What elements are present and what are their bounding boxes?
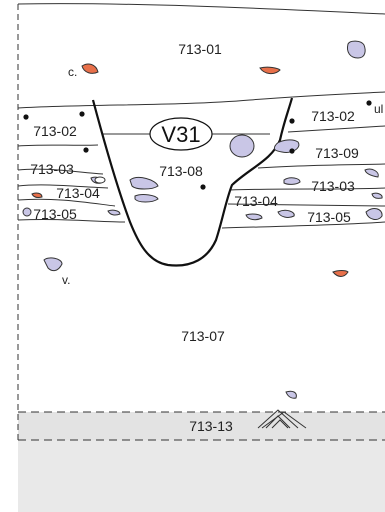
ceramic-01-right — [259, 66, 281, 75]
stone-03-right-b — [364, 168, 379, 178]
label-713-05-left: 713-05 — [33, 206, 77, 222]
label-713-03-left: 713-03 — [30, 161, 74, 177]
v31-label-frame — [149, 117, 213, 151]
ceramic-07-right — [332, 270, 349, 277]
stone-05-right-c — [365, 208, 383, 220]
label-713-04-left: 713-04 — [56, 185, 100, 201]
stone-05-left-b — [22, 207, 32, 217]
pit-v31-outline — [91, 97, 294, 267]
layer-713-13-band — [18, 412, 385, 440]
layer-03-04-left-boundary — [17, 168, 104, 175]
stone-04-left-white — [94, 176, 106, 184]
stone-08-a — [129, 177, 159, 190]
annotation-ul: ul — [374, 102, 383, 116]
stone-pit-v — [229, 134, 255, 158]
label-713-07: 713-07 — [181, 328, 225, 344]
ceramic-01-left — [81, 63, 99, 74]
label-713-05-right: 713-05 — [307, 209, 351, 225]
label-713-02-left: 713-02 — [33, 123, 77, 139]
layer-01-boundary — [17, 91, 385, 109]
layer-02-09-right-boundary — [287, 125, 385, 133]
find-dot-3 — [83, 147, 89, 153]
stone-07-bottom — [285, 390, 297, 399]
annotation-c: c. — [68, 65, 77, 79]
find-dot-7 — [200, 184, 206, 190]
layer-05-07-right-boundary — [221, 221, 385, 229]
label-713-01: 713-01 — [178, 41, 222, 57]
ceramic-04-left — [31, 192, 43, 199]
label-713-09: 713-09 — [315, 145, 359, 161]
stone-04-right-a — [371, 192, 383, 199]
stone-05-right-a — [245, 213, 263, 221]
label-713-02-right: 713-02 — [311, 108, 355, 124]
find-dot-1 — [23, 114, 29, 120]
layer-09-03-right-boundary — [257, 163, 385, 169]
v31-label: V31 — [161, 122, 200, 147]
layer-02-03-left-boundary — [17, 144, 99, 147]
find-dot-4 — [289, 118, 295, 124]
layer-03-04-right-boundary — [229, 187, 385, 191]
hatch-mark-713-13 — [257, 409, 307, 429]
label-713-13: 713-13 — [189, 418, 233, 434]
layer-05-07-left-lower-boundary — [17, 218, 126, 223]
label-713-03-right: 713-03 — [311, 178, 355, 194]
stone-05-right-b — [277, 209, 295, 218]
stone-08-b — [134, 194, 159, 203]
base-band — [18, 440, 385, 512]
layer-04-05-right-boundary — [227, 203, 385, 207]
find-dot-5 — [366, 100, 372, 106]
find-dot-2 — [79, 111, 85, 117]
label-713-08: 713-08 — [159, 163, 203, 179]
label-713-04-right: 713-04 — [234, 193, 278, 209]
layer-04-05-left-boundary — [17, 184, 109, 189]
layer-05-07-left-boundary — [17, 198, 116, 207]
top-surface-line — [17, 3, 385, 15]
find-dot-6 — [289, 148, 295, 154]
stone-07-left — [43, 257, 63, 272]
annotation-v-left: v. — [62, 273, 70, 287]
stone-03-right-a — [283, 177, 301, 185]
stone-05-left-a — [107, 209, 121, 216]
stone-top-right — [347, 40, 366, 59]
